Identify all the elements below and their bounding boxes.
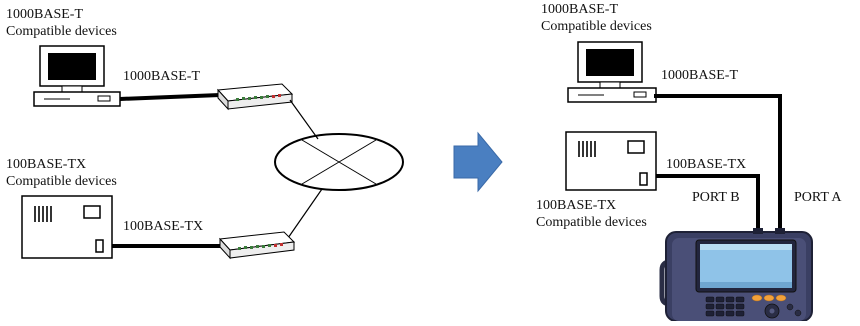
left-fast-device-label-1: 100BASE-TX xyxy=(6,157,86,172)
right-fast-device-label-2: Compatible devices xyxy=(536,215,647,230)
right-gig-device-label-2: Compatible devices xyxy=(541,19,652,34)
left-fast-device-label-2: Compatible devices xyxy=(6,174,117,189)
left-top-switch-icon xyxy=(216,83,294,111)
right-fast-link xyxy=(656,174,760,232)
left-gig-device-label-2: Compatible devices xyxy=(6,24,117,39)
port-a-label: PORT A xyxy=(794,190,842,205)
right-desktop-computer-icon xyxy=(567,41,657,103)
right-fast-link-label: 100BASE-TX xyxy=(666,157,746,172)
left-bottom-switch-icon xyxy=(218,231,296,260)
left-device-box-icon xyxy=(21,195,113,259)
network-cloud-icon xyxy=(274,133,404,191)
left-gig-link xyxy=(119,93,221,101)
right-gig-device-label-1: 1000BASE-T xyxy=(541,2,618,17)
left-gig-link-label: 1000BASE-T xyxy=(123,69,200,84)
right-gig-link xyxy=(654,94,782,232)
left-bottom-uplink xyxy=(287,188,323,239)
left-gig-device-label-1: 1000BASE-T xyxy=(6,7,83,22)
port-b-label: PORT B xyxy=(692,190,740,205)
left-top-uplink xyxy=(289,99,319,140)
right-device-box-icon xyxy=(565,131,657,191)
network-tester-icon xyxy=(659,228,813,322)
left-fast-link-label: 100BASE-TX xyxy=(123,219,203,234)
right-arrow-icon xyxy=(453,131,503,193)
right-fast-device-label-1: 100BASE-TX xyxy=(536,198,616,213)
left-desktop-computer-icon xyxy=(33,45,121,107)
right-gig-link-label: 1000BASE-T xyxy=(661,68,738,83)
